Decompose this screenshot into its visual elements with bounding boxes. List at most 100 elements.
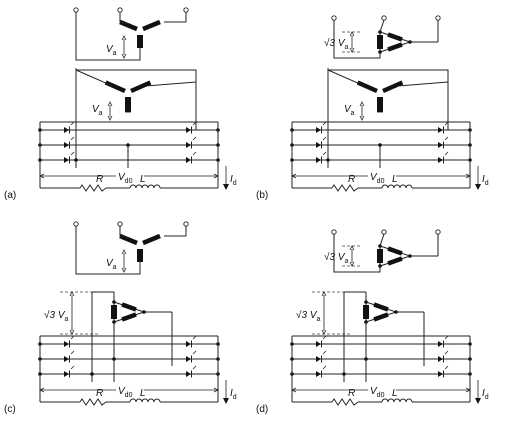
- voltage-arrow-head-up: [349, 31, 355, 37]
- inductor-label: L: [140, 174, 146, 185]
- inductor-label: L: [392, 388, 398, 399]
- secondary-lead: [147, 81, 197, 87]
- voltage-arrow-head-down: [349, 47, 355, 53]
- secondary-voltage-label-sub: a: [99, 110, 103, 117]
- secondary-voltage-label: √3 Va: [296, 309, 321, 323]
- terminal-circle: [381, 15, 387, 21]
- secondary-lead: [399, 81, 449, 87]
- terminal-circle: [331, 15, 337, 21]
- resistor-label: R: [348, 388, 355, 399]
- voltage-arrow-head-down: [359, 115, 365, 121]
- transformer-winding: [373, 312, 389, 322]
- diode-symbol: [316, 341, 321, 347]
- diode-arrow-mark: [70, 136, 75, 141]
- current-label-sub: d: [233, 180, 237, 187]
- diode-arrow-mark: [192, 151, 197, 156]
- secondary-voltage-label-sub: a: [65, 316, 69, 323]
- diode-symbol: [438, 341, 443, 347]
- diode-symbol: [438, 356, 443, 362]
- diode-arrow-mark: [70, 350, 75, 355]
- dc-voltage-label-sub: d0: [125, 392, 133, 399]
- diode-symbol: [64, 142, 69, 148]
- primary-voltage-label: √3 Va: [324, 251, 349, 265]
- dc-voltage-label-main: V: [370, 386, 378, 397]
- primary-lead: [75, 12, 141, 61]
- inductor-label: L: [140, 388, 146, 399]
- diode-arrow-mark: [192, 365, 197, 370]
- voltage-arrow-head-down: [321, 329, 327, 335]
- primary-lead: [379, 19, 385, 33]
- inductor-symbol: [381, 398, 413, 403]
- diode-symbol: [438, 157, 443, 163]
- transformer-winding: [137, 249, 143, 262]
- dim-arrow-right: [213, 173, 219, 179]
- transformer-winding: [125, 97, 131, 113]
- transformer-winding: [387, 246, 403, 256]
- dc-voltage-label-main: V: [118, 172, 126, 183]
- current-label-main: I: [230, 174, 233, 185]
- transformer-winding: [377, 97, 383, 113]
- panel-label: (a): [4, 190, 16, 201]
- diode-symbol: [186, 341, 191, 347]
- primary-voltage-label-main: V: [106, 258, 114, 269]
- dim-arrow-left: [291, 173, 297, 179]
- transformer-winding: [377, 249, 383, 263]
- inductor-symbol: [129, 184, 161, 189]
- transformer-winding: [119, 19, 138, 32]
- dim-arrow-right: [465, 173, 471, 179]
- dc-voltage-label-sub: d0: [377, 178, 385, 185]
- transformer-winding: [387, 32, 403, 42]
- primary-voltage-label-main: √3 V: [324, 37, 346, 49]
- secondary-frame: [76, 69, 197, 130]
- panel-label: (c): [4, 404, 16, 415]
- junction-dot: [378, 143, 382, 147]
- secondary-voltage-label-main: V: [92, 104, 100, 115]
- secondary-voltage-label-sub: a: [351, 110, 355, 117]
- diode-arrow-mark: [192, 136, 197, 141]
- diode-symbol: [316, 127, 321, 133]
- diode-symbol: [186, 356, 191, 362]
- diode-symbol: [186, 142, 191, 148]
- voltage-arrow-head-up: [349, 245, 355, 251]
- diode-symbol: [316, 142, 321, 148]
- primary-voltage-label: √3 Va: [324, 37, 349, 51]
- diode-arrow-mark: [322, 151, 327, 156]
- secondary-voltage-label-main: √3 V: [44, 309, 66, 321]
- panel-label: (d): [256, 404, 268, 415]
- transformer-winding: [119, 233, 138, 246]
- diode-symbol: [438, 142, 443, 148]
- primary-voltage-label-sub: a: [113, 50, 117, 57]
- current-label-main: I: [230, 388, 233, 399]
- primary-lead: [119, 235, 131, 239]
- voltage-arrow-head-up: [359, 101, 365, 107]
- inductor-symbol: [129, 398, 161, 403]
- transformer-winding: [382, 80, 404, 94]
- diode-symbol: [316, 356, 321, 362]
- diode-arrow-mark: [70, 365, 75, 370]
- voltage-arrow-head-up: [107, 101, 113, 107]
- diode-symbol: [64, 371, 69, 377]
- current-label: Id: [482, 388, 489, 401]
- dim-arrow-right: [465, 387, 471, 393]
- secondary-voltage-label: Va: [344, 104, 355, 117]
- primary-lead: [333, 20, 381, 59]
- transformer-winding: [121, 302, 137, 312]
- current-label-main: I: [482, 174, 485, 185]
- current-arrow-head: [223, 184, 229, 190]
- primary-voltage-label: Va: [106, 44, 117, 57]
- current-arrow-head: [475, 184, 481, 190]
- diode-symbol: [64, 127, 69, 133]
- dim-arrow-right: [213, 387, 219, 393]
- current-label-main: I: [482, 388, 485, 399]
- terminal-circle: [117, 7, 123, 13]
- dc-voltage-label-main: V: [118, 386, 126, 397]
- transformer-winding: [111, 305, 117, 319]
- voltage-arrow-head-up: [121, 249, 127, 255]
- diode-arrow-mark: [322, 136, 327, 141]
- dc-voltage-label-main: V: [370, 172, 378, 183]
- junction-dot: [342, 372, 346, 376]
- voltage-arrow-head-down: [121, 53, 127, 59]
- secondary-frame: [328, 69, 449, 130]
